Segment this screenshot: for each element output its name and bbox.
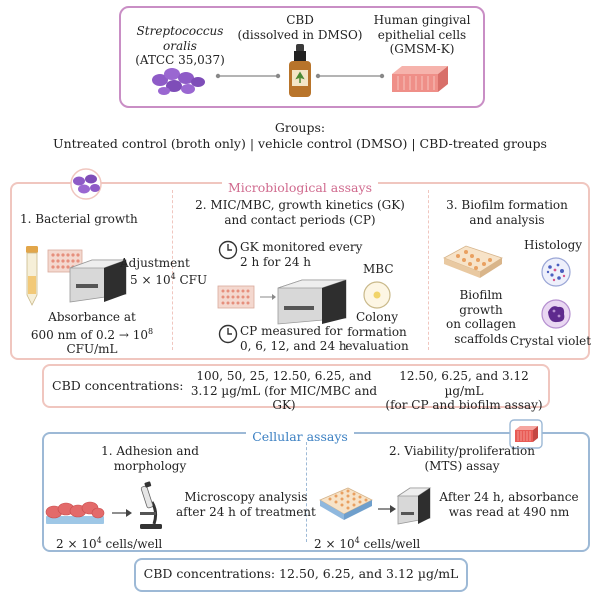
cbd-label: CBD (dissolved in DMSO) [234,13,366,42]
cells-per-well-adhesion: 2 × 104 cells/well [56,536,163,551]
plate-reader-icon [396,487,432,525]
absorbance-label: Absorbance at 600 nm of 0.2 → 108 CFU/mL [30,310,154,356]
cells-line1: Human gingival [373,13,471,27]
agar-plate-icon [363,281,391,309]
crystal-violet-label: Crystal violet [510,334,592,348]
mic-mbc-title: 2. MIC/MBC, growth kinetics (GK) and con… [195,198,405,227]
crystal-violet-icon [541,299,571,329]
cells-line3: (GMSM-K) [389,42,455,56]
microbiological-assays-title: Microbiological assays [0,177,600,196]
cbd-concentrations-cp: 12.50, 6.25, and 3.12 µg/mL (for CP and … [385,369,543,412]
biofilm-growth-label: Biofilm growth on collagen scaffolds [445,288,517,346]
well-plate-icon [443,245,503,278]
microplate-reader-icon [217,279,347,325]
adjustment-value: 5 × 104 CFU [130,272,208,287]
microscopy-analysis-label: Microscopy analysis after 24 h of treatm… [176,490,316,519]
bacteria-cluster-icon [152,68,205,95]
cbd-title: CBD [286,13,314,27]
cell-layer-icon [45,501,105,524]
adjustment-label: Adjustment [120,256,190,270]
cell-culture-icon [509,419,543,449]
gk-monitored-label: GK monitored every 2 h for 24 h [240,240,363,269]
mbc-label: MBC [363,262,394,276]
cbd-concentrations-cell-box [134,558,468,592]
bacteria-cluster-icon [70,168,102,200]
cbd-subtitle: (dissolved in DMSO) [237,27,363,42]
groups-title: Groups: [274,120,326,135]
bacterial-growth-title: 1. Bacterial growth [20,212,138,226]
cells-per-well-viability: 2 × 104 cells/well [314,536,421,551]
micro-divider-1 [172,190,173,350]
cellular-assays-title: Cellular assays [0,426,600,445]
microscope-icon [140,481,162,529]
histology-icon [541,257,571,287]
96-well-plate-icon [319,487,373,520]
groups-list: Untreated control (broth only) | vehicle… [53,136,547,151]
colony-formation-label: Colony formation evaluation [345,310,409,353]
cbd-concentrations-label: CBD concentrations: [52,378,184,393]
falcon-tube-icon [26,246,38,306]
cp-measured-label: CP measured for 0, 6, 12, and 24 h [240,324,347,353]
bacteria-name: Streptococcus oralis [136,24,224,53]
cells-label: Human gingival epithelial cells (GMSM-K) [362,13,482,57]
cbd-concentrations-micro-box [42,364,550,408]
cellular-divider [306,442,307,542]
biofilm-title: 3. Biofilm formation and analysis [446,198,568,227]
arrow-icon [378,505,396,513]
plate-reader-icon [47,249,127,303]
epithelial-tissue-icon [392,66,448,92]
connector-arrows [215,73,385,79]
histology-label: Histology [524,238,583,252]
adhesion-title: 1. Adhesion and morphology [101,444,199,473]
cbd-concentrations-mic: 100, 50, 25, 12.50, 6.25, and 3.12 µg/mL… [190,369,378,412]
micro-divider-2 [428,190,429,350]
clock-icon [218,324,238,344]
arrow-icon [112,509,132,517]
cbd-concentrations-cell-text: CBD concentrations: 12.50, 6.25, and 3.1… [143,566,459,581]
after-24h-label: After 24 h, absorbance was read at 490 n… [439,490,579,519]
dropper-bottle-icon [289,44,311,97]
cells-line2: epithelial cells [377,27,467,42]
bacteria-strain: (ATCC 35,037) [135,53,225,67]
clock-icon [218,240,238,260]
bacteria-label: Streptococcus oralis (ATCC 35,037) [124,24,236,68]
viability-title: 2. Viability/proliferation (MTS) assay [389,444,535,473]
